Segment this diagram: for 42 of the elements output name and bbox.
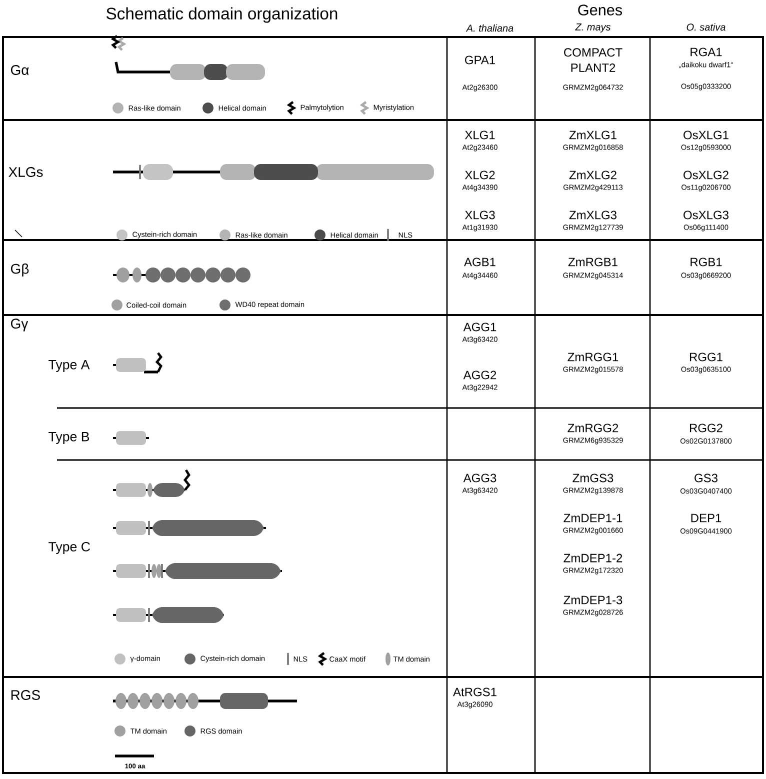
species-heading: Z. mays [575,24,611,32]
gene-name: OsXLG1 [684,130,728,140]
gene-name: AGB1 [464,258,496,266]
gene-name: ZmRGG2 [568,424,618,432]
gene-name: ZmDEP1-2 [564,554,622,562]
column-heading: Schematic domain organization [106,7,338,23]
gene-name: GS3 [694,474,718,482]
gene-name: ZmDEP1-1 [564,514,622,522]
gene-name: OsXLG2 [684,170,728,180]
gene-name: RGB1 [690,258,722,266]
row-label: Gβ [10,263,29,277]
gene-name: RGG1 [690,352,722,362]
gene-name: AGG1 [463,322,496,332]
gene-name: ZmGS3 [572,474,614,482]
gene-name: XLG2 [464,170,495,180]
column-heading: Genes [578,4,622,16]
gene-name: XLG3 [464,210,495,220]
row-label: RGS [11,690,40,700]
gene-name: XLG1 [464,130,495,140]
gene-name: AGG2 [463,370,496,380]
gene-name: ZmXLG3 [569,210,616,220]
type-label: Type B [48,432,90,444]
gene-name: COMPACT PLANT2 [564,48,622,72]
type-label: Type C [48,542,90,554]
row-label: Gα [10,65,29,75]
gene-name: ZmRGB1 [568,258,618,266]
gene-name: AtRGS1 [453,688,496,696]
row-label: Gγ [10,318,28,332]
type-label: Type A [48,360,90,372]
gene-name: ZmXLG1 [569,130,616,140]
gene-name: ZmXLG2 [569,170,616,180]
gene-name: ZmDEP1-3 [564,596,622,604]
gene-name: RGA1 [690,48,722,56]
gene-name: ZmRGG1 [568,352,618,362]
row-label: XLGs [8,167,43,177]
gene-name: OsXLG3 [684,210,728,220]
species-heading: A. thaliana [466,24,514,32]
gene-name: GPA1 [465,56,495,64]
gene-name: RGG2 [690,424,722,432]
gene-name: AGG3 [463,474,496,482]
species-heading: O. sativa [686,23,726,31]
gene-name: DEP1 [691,514,722,522]
